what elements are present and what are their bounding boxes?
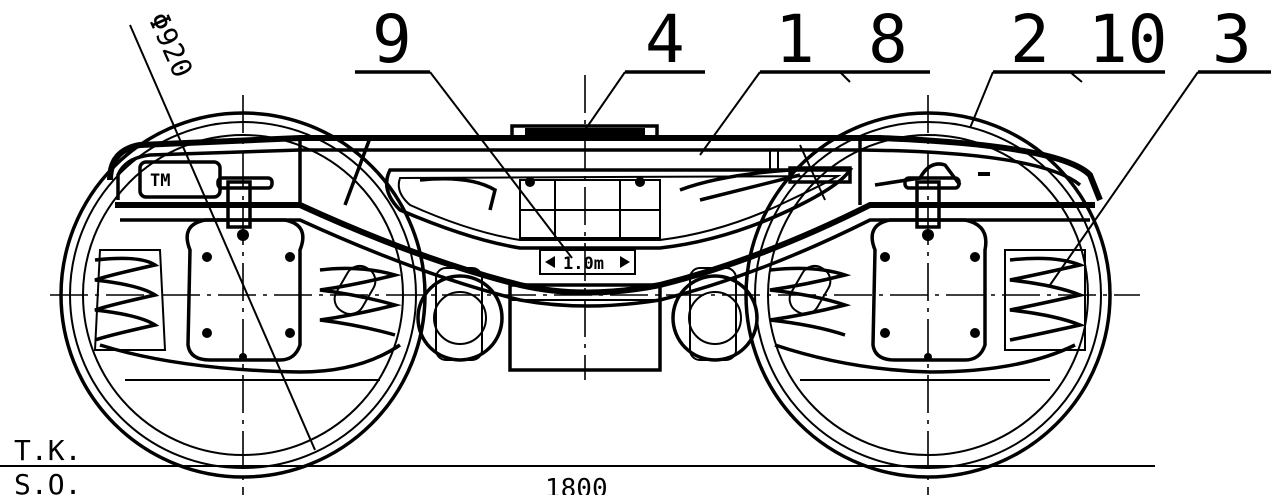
callout-leaders: [355, 70, 1271, 286]
load-plate-text: 1.0m: [563, 254, 604, 274]
left-inner-spring: [319, 264, 402, 337]
callout-2: 2: [1010, 1, 1050, 78]
callout-1: 1: [775, 1, 815, 78]
left-plate-text: TM: [150, 171, 170, 191]
right-inner-spring: [769, 264, 852, 337]
left-axle-box: [185, 176, 305, 362]
callout-9: 9: [372, 1, 412, 78]
rail-label-bottom: S.O.: [14, 468, 81, 495]
left-top-plate: TM: [138, 160, 222, 199]
wheelbase-label: 1800: [545, 474, 608, 495]
load-plate: 1.0m: [539, 249, 636, 275]
bolster-block: [508, 283, 662, 372]
lower-bearers: [99, 343, 1076, 381]
rail-label-top: T.K.: [14, 434, 81, 467]
diameter-leader: Φ920: [129, 7, 316, 451]
side-frame: [107, 135, 1103, 308]
callout-4: 4: [645, 1, 685, 78]
center-plate: [510, 124, 659, 140]
left-outer-spring: [93, 249, 167, 351]
callout-3: 3: [1212, 1, 1252, 78]
callout-numbers: 9 4 1 8 2 10 3: [372, 1, 1252, 78]
right-top-fittings: [874, 162, 990, 187]
center-lines: [50, 75, 1140, 495]
brake-units: [416, 267, 759, 362]
brake-levers: [419, 149, 852, 211]
right-outer-spring: [1004, 249, 1086, 351]
callout-10: 10: [1088, 1, 1167, 78]
wheelbase-dimension: 1800: [545, 474, 608, 495]
right-wheel: [744, 111, 1112, 479]
right-axle-box: [870, 176, 988, 362]
callout-8: 8: [868, 1, 908, 78]
rail-labels: T.K. S.O.: [14, 434, 81, 495]
